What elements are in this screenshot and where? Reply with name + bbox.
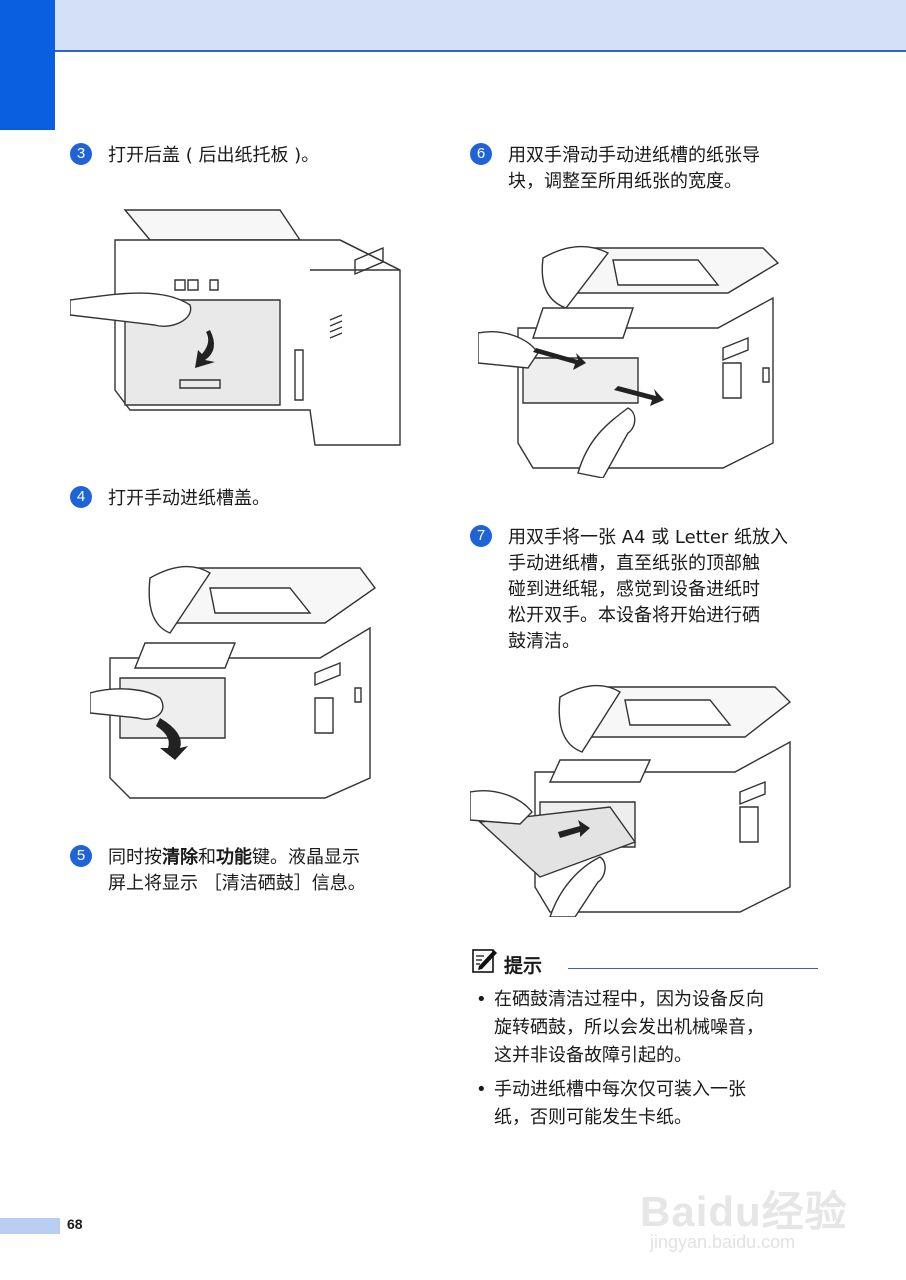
step-text: 打开后盖 ( 后出纸托板 )。 (108, 145, 320, 166)
note-divider (568, 968, 818, 969)
chapter-tab (0, 0, 55, 130)
note-title: 提示 (504, 955, 543, 977)
step-text: 打开手动进纸槽盖。 (108, 488, 270, 509)
step-number: 5 (70, 845, 92, 867)
function-key-label: 功能 (216, 847, 252, 868)
page-number: 68 (67, 1216, 83, 1232)
note-header: 提示 (470, 946, 820, 980)
note-pencil-icon (470, 946, 498, 978)
watermark-brand: Baidu经验 (640, 1188, 848, 1235)
note-bullet: •手动进纸槽中每次仅可装入一张 纸，否则可能发生卡纸。 (476, 1079, 746, 1128)
note-bullet: •在硒鼓清洁过程中，因为设备反向 旋转硒鼓，所以会发出机械噪音， 这并非设备故障… (476, 989, 764, 1066)
header-band (0, 0, 906, 52)
step-7: 7 用双手将一张 A4 或 Letter 纸放入 手动进纸槽，直至纸张的顶部触 … (470, 525, 830, 660)
printer-rear-cover-illustration (70, 190, 415, 455)
step-text: 用双手将一张 A4 或 Letter 纸放入 手动进纸槽，直至纸张的顶部触 碰到… (508, 527, 789, 652)
step-number: 7 (470, 525, 492, 547)
printer-manual-feed-illustration (90, 548, 405, 808)
step-text: 同时按清除和功能键。液晶显示 屏上将显示 ［清洁硒鼓］信息。 (108, 847, 366, 894)
insert-paper-illustration (470, 672, 815, 917)
paper-guide-adjust-illustration (478, 228, 808, 478)
step-number: 6 (470, 143, 492, 165)
step-text: 用双手滑动手动进纸槽的纸张导 块，调整至所用纸张的宽度。 (508, 145, 760, 192)
step-number: 4 (70, 486, 92, 508)
step-3: 3 打开后盖 ( 后出纸托板 )。 (70, 143, 430, 173)
note-box: 提示 •在硒鼓清洁过程中，因为设备反向 旋转硒鼓，所以会发出机械噪音， 这并非设… (470, 946, 820, 1132)
step-number: 3 (70, 143, 92, 165)
clear-key-label: 清除 (162, 847, 198, 868)
baidu-watermark: Baidu经验 jingyan.baidu.com (640, 1150, 870, 1265)
watermark-url: jingyan.baidu.com (650, 1232, 796, 1252)
step-6: 6 用双手滑动手动进纸槽的纸张导 块，调整至所用纸张的宽度。 (470, 143, 830, 203)
footer-bar (0, 1218, 60, 1234)
step-5: 5 同时按清除和功能键。液晶显示 屏上将显示 ［清洁硒鼓］信息。 (70, 845, 430, 905)
step-4: 4 打开手动进纸槽盖。 (70, 486, 430, 516)
